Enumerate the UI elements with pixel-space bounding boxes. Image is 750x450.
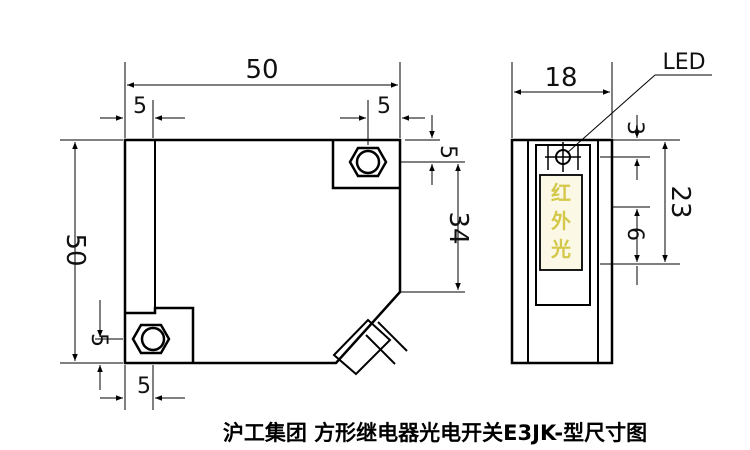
dim-hole-offset-y-bottom: 5: [86, 333, 111, 347]
dim-hole-offset-x-top: 5: [133, 94, 147, 119]
front-extension-lines: [60, 62, 465, 410]
dim-hole-spacing-vertical: 34: [443, 211, 473, 244]
front-view: 50 5 5 50 5 34 5 5: [60, 55, 473, 410]
side-housing-outline: [510, 138, 614, 365]
svg-text:光: 光: [550, 237, 571, 261]
cable-gland: [332, 318, 408, 376]
led-label: LED: [662, 50, 705, 75]
side-extension-lines: [511, 62, 680, 265]
svg-text:红: 红: [551, 181, 571, 205]
led-indicator: [545, 142, 581, 172]
sticker-char-2: 外: [551, 209, 571, 233]
dim-hole-offset-x-bottom: 5: [137, 374, 151, 399]
side-inner-channel: [527, 140, 599, 363]
sticker-char-1: 红: [551, 181, 571, 205]
dim-side-width: 18: [544, 63, 577, 93]
led-leader-line: [566, 74, 656, 154]
front-housing-outline: [123, 138, 402, 365]
hex-nut-top-right: [348, 146, 388, 178]
sticker-char-3: 光: [550, 237, 571, 261]
dim-hole-offset-x-right: 5: [377, 94, 391, 119]
side-view: LED 红 外 光 18 3: [510, 50, 712, 365]
dim-front-height: 50: [60, 233, 90, 266]
dim-led-offset: 3: [622, 121, 647, 135]
top-right-mount-pad: [331, 140, 400, 190]
dim-window-height: 23: [665, 185, 695, 218]
dim-front-width: 50: [245, 55, 278, 85]
svg-text:外: 外: [551, 209, 571, 233]
diagram-caption: 沪工集团 方形继电器光电开关E3JK-型尺寸图: [223, 421, 647, 445]
dim-hole-offset-y-top: 5: [435, 145, 460, 159]
dim-window-offset: 6: [622, 227, 647, 241]
hex-nut-bottom-left: [131, 323, 171, 355]
infrared-sticker: 红 外 光: [539, 174, 583, 271]
